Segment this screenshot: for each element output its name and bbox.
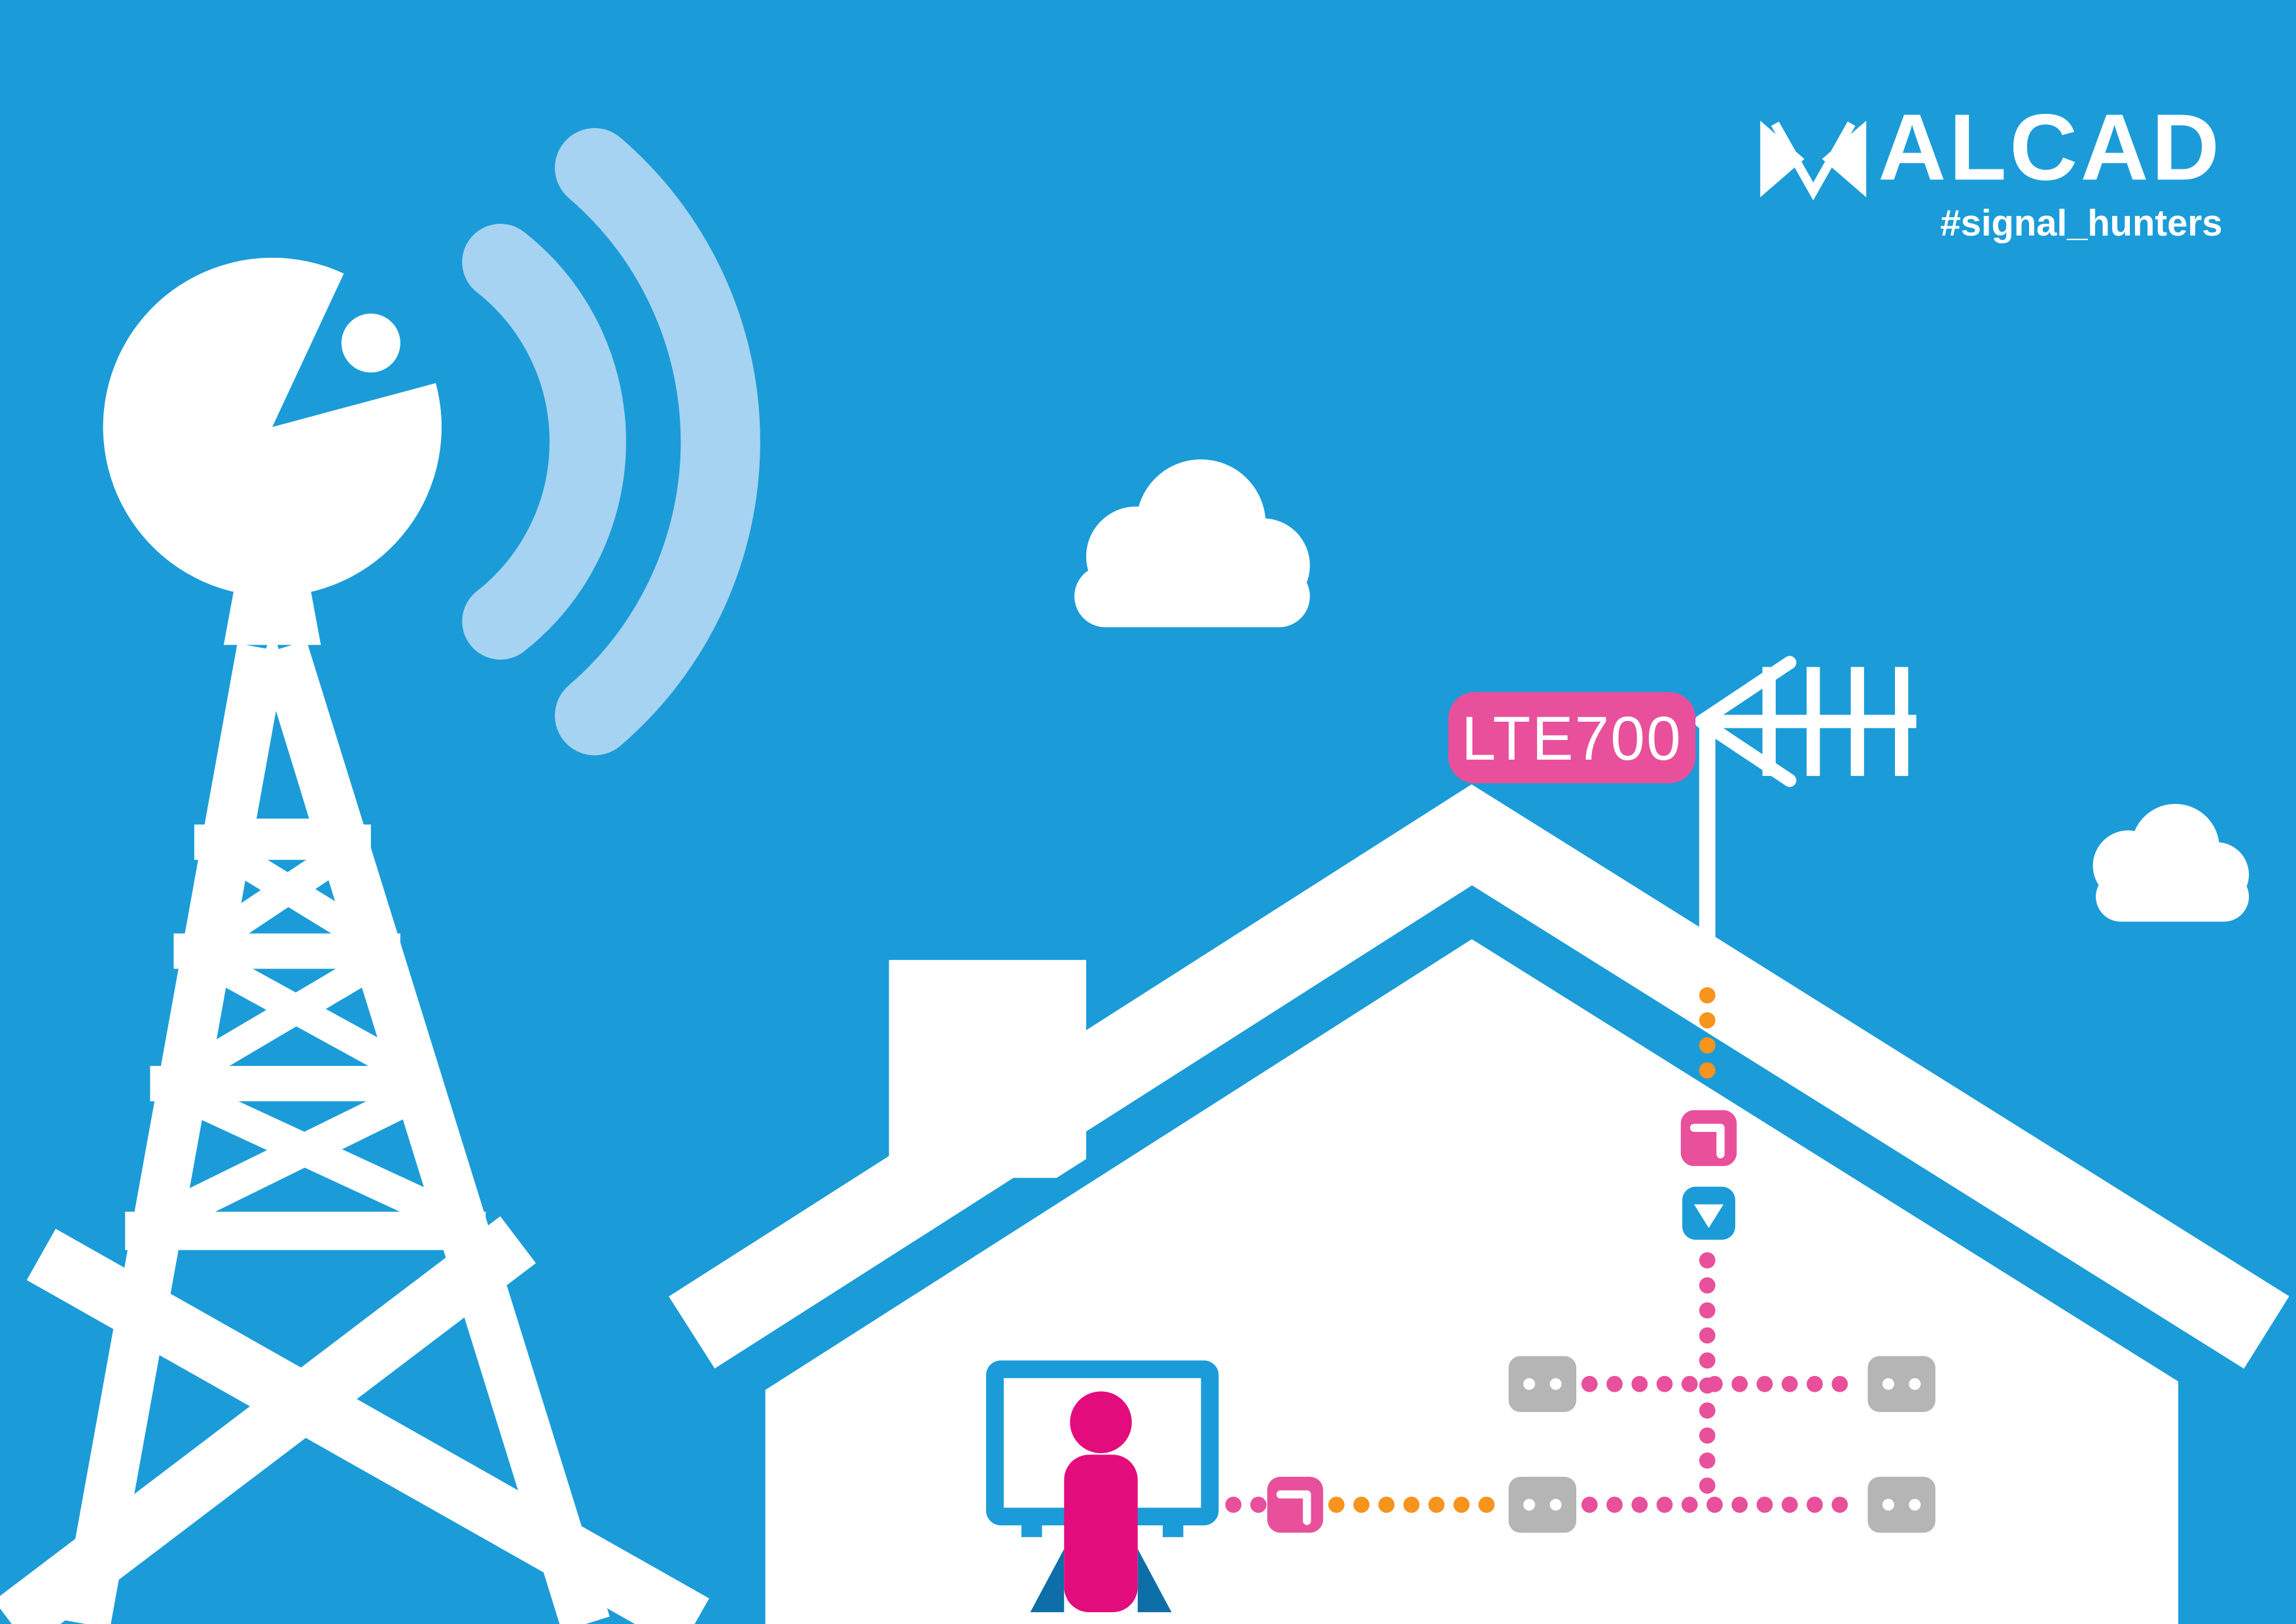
dish-feed-dot: [341, 313, 400, 373]
filter-icon: [1276, 1490, 1311, 1525]
tower-base-brace: [0, 1216, 536, 1624]
outlet-pin-dot: [1882, 1378, 1894, 1390]
logo-mark-left-triangle: [1760, 120, 1805, 198]
outlet-plate: [1508, 1356, 1577, 1412]
lte700-badge-background: [1448, 692, 1696, 784]
satellite-dish-icon: [103, 257, 442, 597]
viewer-leg-shadow: [1137, 1549, 1172, 1612]
tower-brace: [200, 838, 355, 955]
brand-name: ALCAD: [1878, 95, 2222, 200]
cloud-large: [1074, 459, 1310, 627]
tower-brace: [150, 1078, 429, 1237]
lte-filter-main: [1680, 1110, 1737, 1167]
antenna-reflector: [1695, 656, 1797, 728]
wall-outlet: [1508, 1476, 1577, 1533]
down-arrow-icon: [1694, 1204, 1723, 1228]
outlet-pin-dot: [1882, 1498, 1894, 1511]
outlet-plate: [1867, 1476, 1935, 1533]
tv-foot: [1021, 1519, 1042, 1538]
tv-antenna-icon: [1695, 656, 1916, 975]
viewer-body: [1064, 1455, 1138, 1612]
house: [669, 784, 2289, 1624]
outlet-plate: [1867, 1356, 1935, 1412]
tv-foot: [1162, 1519, 1184, 1538]
outlet-pin-dot: [1549, 1378, 1562, 1390]
lte700-label: LTE700: [1462, 704, 1682, 773]
roof-band: [669, 784, 2289, 1369]
amplifier: [1682, 1186, 1735, 1240]
dish-reflector: [103, 257, 442, 597]
radio-waves-icon: [462, 128, 760, 756]
antenna-reflector: [1695, 715, 1797, 787]
house-walls: [765, 938, 2179, 1624]
lte700-badge: LTE700: [1448, 692, 1696, 784]
wall-outlet: [1867, 1356, 1935, 1412]
roof-stripe: [686, 913, 2272, 1434]
logo-mark-right-triangle: [1822, 120, 1867, 198]
viewer-leg-shadow: [1030, 1549, 1065, 1612]
brand-tagline: #signal_hunters: [1940, 202, 2222, 243]
tower-brace: [177, 947, 387, 1088]
lte-filter-tv: [1267, 1476, 1324, 1533]
outlet-pin-dot: [1523, 1378, 1536, 1390]
wall-outlet: [1867, 1476, 1935, 1533]
outlet-pin-dot: [1523, 1498, 1536, 1511]
logo-mark-chevron: [1771, 121, 1856, 201]
cloud-base: [1074, 565, 1310, 627]
radio-wave-outer: [555, 128, 760, 756]
alcad-logo: ALCAD #signal_hunters: [1760, 95, 2223, 243]
lte-filter-box: [1267, 1476, 1324, 1533]
tower-leg-right: [258, 640, 610, 1624]
cloud-base: [2096, 872, 2250, 922]
filter-icon: [1689, 1123, 1725, 1159]
outlet-pin-dot: [1549, 1498, 1562, 1511]
tower-leg-left: [60, 643, 287, 1624]
lte-filter-box: [1680, 1110, 1737, 1167]
cloud-small: [2093, 803, 2250, 922]
outlet-plate: [1508, 1476, 1577, 1533]
alcad-logo-icon: [1760, 120, 1867, 201]
wall-outlet: [1508, 1356, 1577, 1412]
viewer-head: [1070, 1391, 1132, 1453]
outlet-pin-dot: [1909, 1378, 1921, 1390]
tv-and-viewer: [986, 1360, 1219, 1612]
radio-wave-inner: [462, 224, 626, 660]
tower-base-brace: [26, 1229, 709, 1624]
outlet-pin-dot: [1909, 1498, 1921, 1511]
